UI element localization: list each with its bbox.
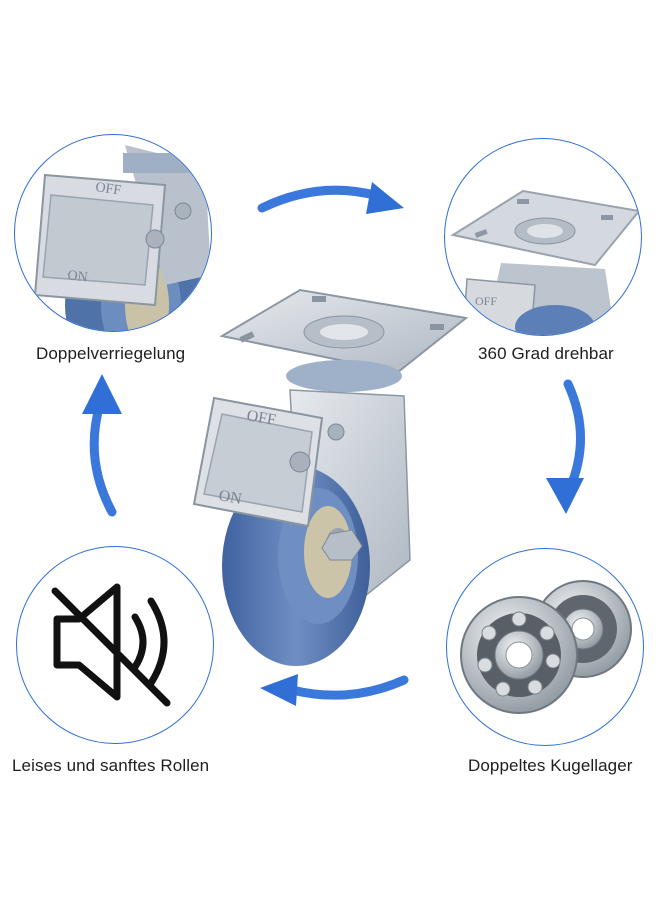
arrow-left-icon: [82, 374, 122, 517]
feature-circle-quiet: [16, 546, 214, 744]
brake-on-label: ON: [66, 268, 88, 286]
ball-bearing-icon: [460, 580, 632, 714]
muted-speaker-icon: [51, 583, 171, 707]
swivel-plate-icon: OFF: [450, 189, 641, 335]
feature-circle-swivel: OFF: [444, 138, 642, 336]
swivel-brake-off-label: OFF: [475, 294, 497, 308]
caption-double-bearing: Doppeltes Kugellager: [468, 756, 633, 775]
feature-circle-bearing: [446, 548, 644, 746]
brake-off-label: OFF: [94, 180, 122, 198]
caption-double-lock: Doppelverriegelung: [36, 344, 186, 363]
arrow-bottom-icon: [260, 674, 409, 706]
center-brake-off-label: OFF: [245, 407, 277, 429]
caption-swivel-360: 360 Grad drehbar: [478, 344, 614, 363]
arrow-top-icon: [257, 182, 404, 214]
brake-lock-icon: OFF ON: [33, 145, 211, 331]
center-brake-on-label: ON: [217, 487, 243, 508]
caption-quiet-rolling: Leises und sanftes Rollen: [12, 756, 210, 775]
feature-circle-brake: OFF ON: [14, 134, 212, 332]
arrow-right-icon: [546, 379, 585, 514]
